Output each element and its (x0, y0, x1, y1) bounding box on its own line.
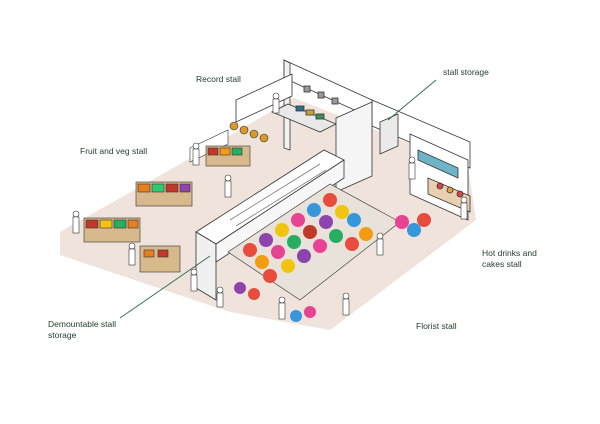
record-stall-hanging-items (229, 121, 269, 143)
label-stall-storage: stall storage (443, 67, 489, 77)
record-stall-area (235, 59, 373, 151)
person-figure (192, 142, 200, 166)
person-figure (190, 268, 198, 292)
label-fruit-veg-stall: Fruit and veg stall (80, 146, 148, 156)
person-figure (272, 92, 280, 114)
person-figure (72, 210, 80, 234)
person-figure (408, 156, 416, 180)
leader-lines (119, 79, 437, 319)
label-record-stall: Record stall (196, 74, 241, 84)
person-figure (278, 296, 286, 320)
central-divider-wall (195, 149, 345, 301)
leader-line-stall-storage (387, 79, 437, 121)
label-demountable-line2: storage (48, 330, 77, 340)
person-figure (216, 286, 224, 308)
person-figure (128, 242, 136, 266)
fruit-veg-stall (83, 129, 251, 273)
label-hot-drinks-line1: Hot drinks and (482, 248, 537, 258)
label-hot-drinks-line2: cakes stall (482, 259, 522, 269)
people (72, 92, 468, 320)
leader-line-demountable (119, 255, 211, 319)
label-florist-stall: Florist stall (416, 321, 457, 331)
person-figure (376, 232, 384, 256)
hot-drinks-cakes-stall (409, 133, 471, 221)
person-figure (342, 292, 350, 316)
florist-stall (227, 183, 431, 322)
label-demountable-line1: Demountable stall (48, 319, 117, 329)
label-demountable-storage: Demountable stall storage (48, 319, 116, 341)
person-figure (460, 196, 468, 220)
person-figure (224, 174, 232, 198)
label-hot-drinks: Hot drinks and cakes stall (482, 248, 537, 270)
